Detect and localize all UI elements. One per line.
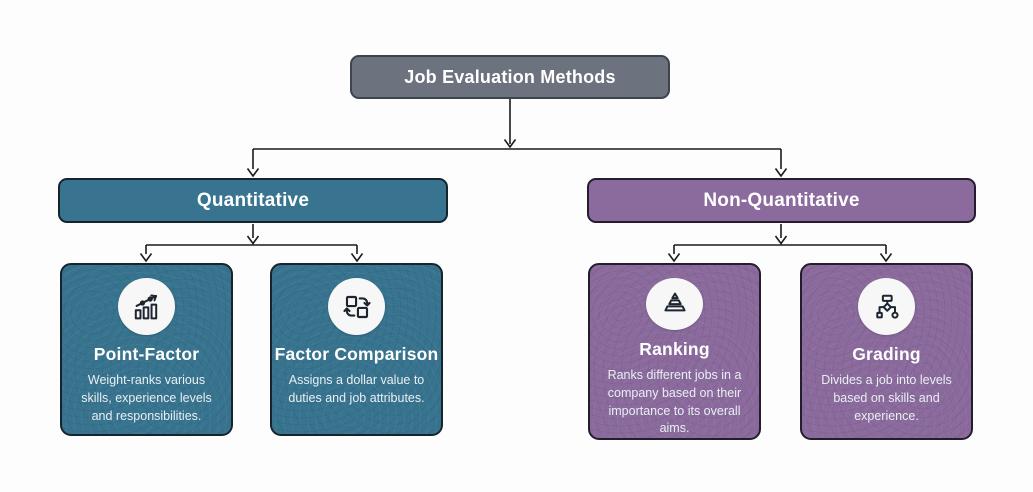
branch-non-quantitative-label: Non-Quantitative (703, 189, 860, 211)
card-factor-comparison-title: Factor Comparison (274, 344, 439, 364)
card-ranking: Ranking Ranks different jobs in a compan… (588, 263, 761, 440)
root-node: Job Evaluation Methods (350, 55, 670, 99)
branch-non-quantitative: Non-Quantitative (587, 178, 976, 223)
bar-chart-growth-icon (118, 278, 175, 335)
card-ranking-title: Ranking (639, 339, 710, 359)
card-point-factor-title: Point-Factor (93, 344, 200, 364)
card-factor-comparison-description: Assigns a dollar value to duties and job… (288, 373, 425, 405)
branch-quantitative-label: Quantitative (196, 189, 310, 211)
card-factor-comparison: Factor Comparison Assigns a dollar value… (270, 263, 443, 436)
branch-quantitative: Quantitative (58, 178, 448, 223)
hierarchy-flowchart-icon (858, 278, 915, 335)
card-grading-title: Grading (852, 344, 921, 364)
card-point-factor-description: Weight-ranks various skills, experience … (81, 373, 212, 423)
root-node-label: Job Evaluation Methods (404, 66, 616, 87)
swap-boxes-icon (328, 278, 385, 335)
pyramid-icon (646, 278, 703, 330)
card-point-factor: Point-Factor Weight-ranks various skills… (60, 263, 233, 436)
card-grading: Grading Divides a job into levels based … (800, 263, 973, 440)
card-ranking-description: Ranks different jobs in a company based … (607, 368, 742, 436)
card-grading-description: Divides a job into levels based on skill… (821, 373, 952, 423)
